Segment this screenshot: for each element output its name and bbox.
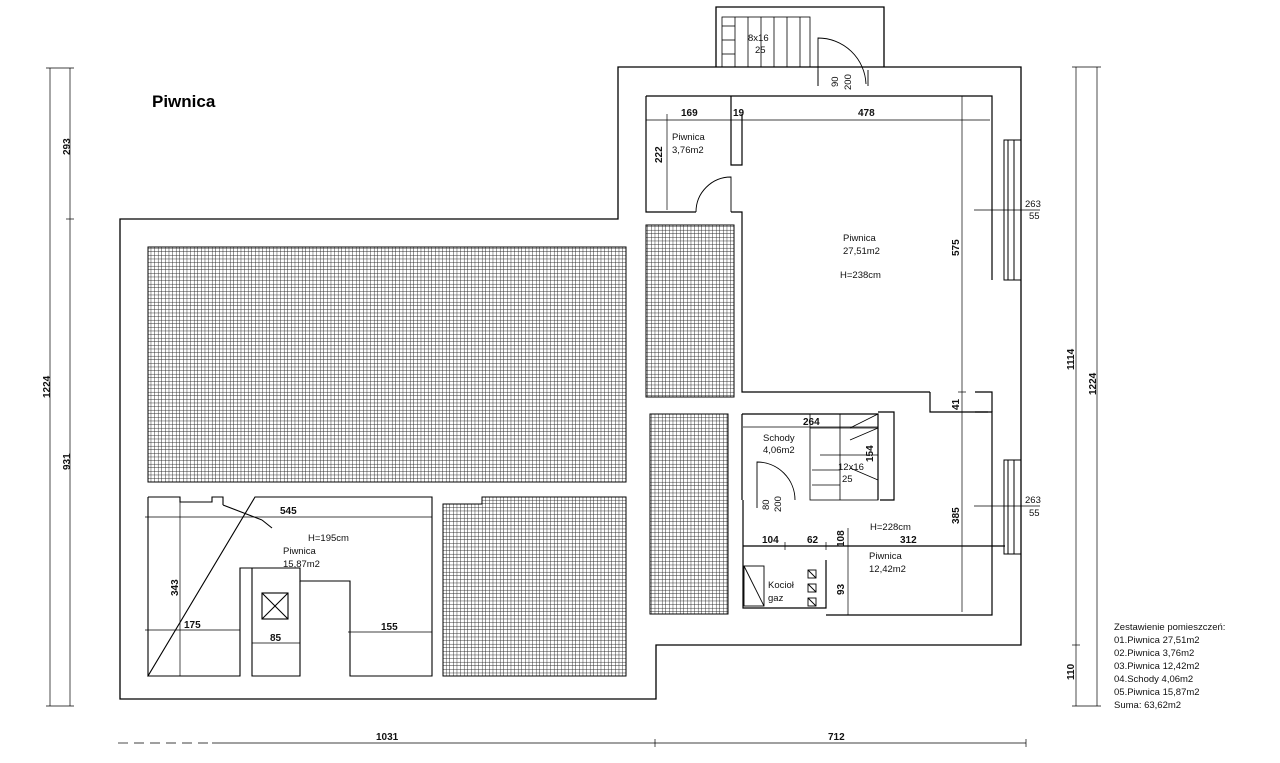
label-stair-top: 8x16 — [748, 33, 769, 44]
room-right-height: H=228cm — [870, 522, 911, 533]
boiler-name: Kocioł — [768, 580, 795, 591]
page-title: Piwnica — [152, 92, 216, 111]
label-door-main-w: 90 — [830, 76, 841, 87]
dim-312: 312 — [900, 535, 917, 546]
room-left-area: 15,87m2 — [283, 559, 320, 570]
schody-door — [756, 461, 796, 508]
dim-85: 85 — [270, 633, 282, 644]
room-summary-item: 03.Piwnica 12,42m2 — [1114, 661, 1200, 672]
small-room-door — [695, 176, 732, 213]
dim-1224-left: 1224 — [42, 375, 53, 398]
dim-108: 108 — [836, 530, 847, 547]
dim-575: 575 — [951, 239, 962, 256]
dim-385: 385 — [951, 507, 962, 524]
window-lower-w: 263 — [1025, 495, 1041, 506]
dim-19: 19 — [733, 108, 745, 119]
text-labels: 8x16 25 90 200 169 19 478 222 575 41 385… — [42, 33, 1099, 743]
dim-343: 343 — [170, 579, 181, 596]
room-schody-name: Schody — [763, 433, 795, 444]
dim-545: 545 — [280, 506, 297, 517]
room-summary: Zestawienie pomieszczeń: 01.Piwnica 27,5… — [1114, 621, 1225, 712]
room-summary-sum: Suma: 63,62m2 — [1114, 700, 1182, 711]
room-left-height: H=195cm — [308, 533, 349, 544]
dim-222: 222 — [654, 146, 665, 163]
label-stair-inner: 12x16 — [838, 462, 864, 473]
outer-wall — [119, 66, 1022, 700]
room-small-area: 3,76m2 — [672, 145, 704, 156]
boiler-sub: gaz — [768, 593, 784, 604]
dim-41: 41 — [951, 398, 962, 410]
lower-left-room-walls — [147, 496, 433, 677]
room-main-name: Piwnica — [843, 233, 876, 244]
stair-tower-steps — [721, 16, 811, 68]
room-main-height: H=238cm — [840, 270, 881, 281]
main-door — [817, 37, 869, 86]
interior-walls — [645, 95, 1005, 616]
hatch-area-lower-middle — [649, 413, 729, 615]
dim-478: 478 — [858, 108, 875, 119]
window-lower-h: 55 — [1029, 508, 1040, 519]
room-small-name: Piwnica — [672, 132, 705, 143]
hatch-area-upper-middle — [645, 224, 735, 398]
label-stair-top-sub: 25 — [755, 45, 766, 56]
dim-110: 110 — [1066, 663, 1077, 680]
room-summary-item: 05.Piwnica 15,87m2 — [1114, 687, 1200, 698]
dim-1031: 1031 — [376, 732, 399, 743]
hatch-area-bottom — [442, 496, 627, 677]
room-summary-item: 01.Piwnica 27,51m2 — [1114, 635, 1200, 646]
label-door-main-h: 200 — [843, 74, 854, 90]
inner-stairs — [809, 413, 879, 501]
room-main-area: 27,51m2 — [843, 246, 880, 257]
dim-293: 293 — [62, 138, 73, 155]
room-summary-item: 04.Schody 4,06m2 — [1114, 674, 1194, 685]
dim-175: 175 — [184, 620, 201, 631]
label-door-schody-h: 200 — [773, 496, 784, 512]
dimension-lines — [46, 66, 1101, 747]
dim-264: 264 — [803, 417, 820, 428]
room-summary-item: 02.Piwnica 3,76m2 — [1114, 648, 1195, 659]
window-upper-w: 263 — [1025, 199, 1041, 210]
dim-169: 169 — [681, 108, 698, 119]
window-lower — [1003, 459, 1022, 555]
room-schody-area: 4,06m2 — [763, 445, 795, 456]
dim-712: 712 — [828, 732, 845, 743]
dim-1224-right: 1224 — [1088, 372, 1099, 395]
hatch-area-large — [147, 246, 627, 483]
label-door-schody-w: 80 — [761, 499, 772, 510]
dim-931: 931 — [62, 453, 73, 470]
room-right-area: 12,42m2 — [869, 564, 906, 575]
room-right-name: Piwnica — [869, 551, 902, 562]
dim-155: 155 — [381, 622, 398, 633]
dim-62: 62 — [807, 535, 819, 546]
boiler — [743, 565, 817, 607]
dim-1114: 1114 — [1066, 348, 1077, 370]
room-summary-title: Zestawienie pomieszczeń: — [1114, 622, 1226, 633]
stair-tower-wall — [715, 6, 885, 67]
window-upper-h: 55 — [1029, 211, 1040, 222]
dim-93: 93 — [836, 583, 847, 595]
room-left-name: Piwnica — [283, 546, 316, 557]
dim-154: 154 — [865, 445, 876, 462]
label-stair-inner-sub: 25 — [842, 474, 853, 485]
dim-104: 104 — [762, 535, 779, 546]
